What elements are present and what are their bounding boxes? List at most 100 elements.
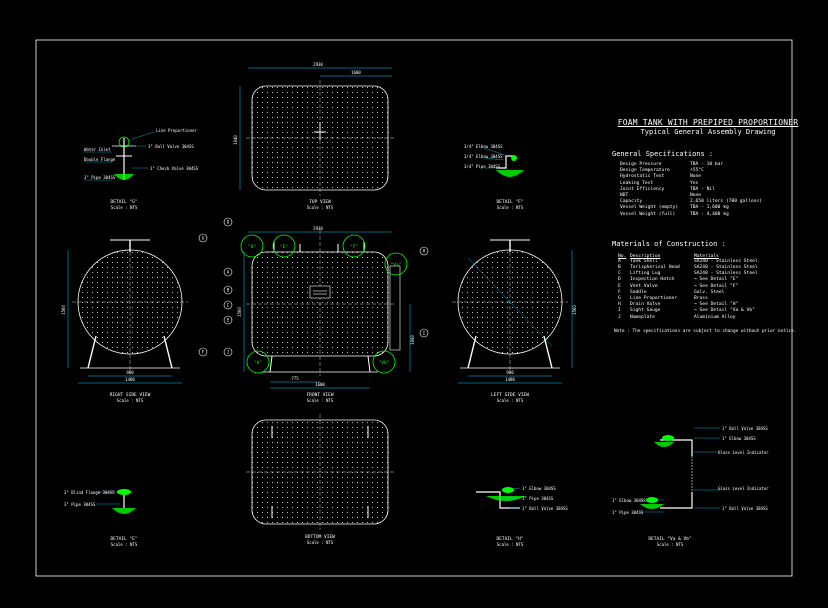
detail-va-vb-callout-elbow-bottom: 1" Elbow 304SS [612, 498, 646, 503]
spec-row: Vessel Weight (full)TBA - 4,400 kg [620, 211, 729, 217]
left-side-view-dim-h: 1560 [572, 305, 577, 315]
front-view-scale: Scale : NTS [307, 398, 334, 403]
left-side-view: 900 1480 1560 LEFT SIDE VIEW Scale : NTS [452, 239, 577, 403]
marker-f: "F" [350, 244, 358, 250]
top-view-label: TOP VIEW [309, 199, 331, 205]
sight-gauge [389, 265, 401, 351]
detail-f-callout-elbow-2: 3/4" Elbow 304SS [464, 154, 503, 159]
ref-letter-c: C [227, 303, 230, 308]
ref-letter-g: G [202, 236, 205, 241]
detail-va-vb-callout-pipe: 1" Pipe 304SS [612, 510, 644, 515]
bottom-view-scale: Scale : NTS [307, 540, 334, 545]
detail-va-vb-callout-glass-top: Glass Level Indicator [718, 450, 769, 455]
detail-g-callout-check-valve: 1" Check Valve 304SS [150, 166, 199, 171]
ref-letter-f: F [202, 350, 205, 355]
detail-f: 3/4" Elbow 304SS 3/4" Elbow 304SS 3/4" P… [464, 144, 524, 210]
top-view: 2930 1600 1040 TOP VIEW Scale : NTS [233, 62, 394, 210]
left-side-view-scale: Scale : NTS [497, 398, 524, 403]
ref-letter-j: J [227, 350, 229, 355]
right-side-view: 900 1480 1560 RIGHT SIDE VIEW Scale : NT… [61, 239, 188, 403]
sheet-border [35, 39, 793, 577]
detail-g-callout-double-flange: Double Flange [84, 157, 116, 162]
spec-row: Design Temperature+55°C [620, 168, 704, 174]
ref-letter-d: D [227, 220, 230, 225]
detail-g-callout-pipe: 3" Pipe 304SS [84, 175, 116, 180]
front-view-label: FRONT VIEW [306, 392, 333, 398]
right-side-view-dim-h: 1560 [61, 305, 66, 315]
detail-e-label: DETAIL "E" [110, 536, 137, 542]
bottom-view-label: BOTTOM VIEW [305, 534, 335, 540]
reference-letters [198, 217, 429, 357]
top-view-dim-total: 2930 [313, 62, 323, 67]
ref-letter-b: B [227, 288, 230, 293]
left-side-view-label: LEFT SIDE VIEW [491, 392, 529, 398]
left-side-view-dim-w1: 900 [506, 370, 514, 375]
detail-g-callout-water-inlet: Water Inlet [84, 147, 111, 152]
title-block: FOAM TANK WITH PREPIPED PROPORTIONER Typ… [608, 118, 808, 334]
front-view-dim-height: 1560 [237, 307, 242, 317]
detail-g-callout-line-proportioner: Line Proportioner [156, 128, 198, 133]
ref-letter-a: A [227, 270, 230, 275]
top-view-scale: Scale : NTS [307, 205, 334, 210]
right-side-view-dim-w2: 1480 [125, 377, 135, 382]
marker-h-top: "H" [248, 244, 256, 250]
ref-letter-i: I [423, 331, 426, 336]
detail-f-callout-elbow-1: 3/4" Elbow 304SS [464, 144, 503, 149]
detail-h-callout-pipe: 1" Pipe 304SS [522, 496, 554, 501]
detail-f-scale: Scale : NTS [497, 205, 524, 210]
detail-h-scale: Scale : NTS [497, 542, 524, 547]
detail-h: 1" Elbow 304SS 1" Pipe 304SS 1" Ball Val… [476, 486, 568, 547]
detail-h-label: DETAIL "H" [496, 536, 523, 542]
detail-va-vb-callout-ball-valve-bottom: 1" Ball Valve 304SS [722, 506, 768, 511]
detail-va-vb-label: DETAIL "Va & Vb" [648, 536, 691, 542]
detail-e-callout-pipe: 3" Pipe 304SS [64, 502, 96, 507]
bottom-view: BOTTOM VIEW Scale : NTS [246, 414, 394, 545]
detail-h-callout-elbow: 1" Elbow 304SS [522, 486, 556, 491]
detail-g-label: DETAIL "G" [110, 199, 137, 205]
marker-vb: "Vb" [379, 360, 390, 366]
drawing-title: FOAM TANK WITH PREPIPED PROPORTIONER [617, 118, 799, 127]
marker-h-bottom: "H" [254, 360, 262, 366]
detail-e-scale: Scale : NTS [111, 542, 138, 547]
front-view-dim-b: 1600 [315, 382, 325, 387]
detail-va-vb-callout-glass-bottom: Glass Level Indicator [718, 486, 769, 491]
right-side-view-scale: Scale : NTS [117, 398, 144, 403]
spec-row: Vessel Weight (empty)TBA - 1,600 kg [620, 205, 729, 211]
left-side-view-dim-w2: 1480 [505, 377, 515, 382]
drawing-subtitle: Typical General Assembly Drawing [640, 128, 776, 136]
detail-f-callout-pipe: 3/4" Pipe 304SS [464, 164, 501, 169]
detail-f-label: DETAIL "F" [496, 199, 523, 205]
marker-va: "Va" [391, 262, 402, 268]
detail-va-vb: 1" Ball Valve 304SS 1" Elbow 304SS Glass… [612, 426, 769, 547]
detail-g-callout-ball-valve: 3" Ball Valve 304SS [148, 144, 194, 149]
detail-h-callout-ball-valve: 1" Ball Valve 304SS [522, 506, 568, 511]
front-view-dim-total: 2930 [313, 226, 323, 231]
ref-letter-e: E [227, 318, 230, 323]
detail-g: Line Proportioner 3" Ball Valve 304SS Wa… [84, 128, 199, 210]
detail-va-vb-callout-elbow-top: 1" Elbow 304SS [722, 436, 756, 441]
detail-va-vb-scale: Scale : NTS [657, 542, 684, 547]
specs-note: Note : The specifications are subject to… [614, 328, 797, 334]
specs-heading: General Specifications : [612, 150, 714, 158]
front-view-dim-c: 1000 [410, 335, 415, 345]
materials-header-row: No. Description Materials [618, 253, 719, 259]
detail-e-callout-blind-flange: 3" Blind Flange 304SS [64, 490, 115, 495]
marker-e: "E" [280, 244, 288, 250]
front-view: "H" "E" "F" "Va" "Vb" "H" 2930 1560 775 … [237, 226, 415, 403]
detail-va-vb-callout-ball-valve-top: 1" Ball Valve 304SS [722, 426, 768, 431]
